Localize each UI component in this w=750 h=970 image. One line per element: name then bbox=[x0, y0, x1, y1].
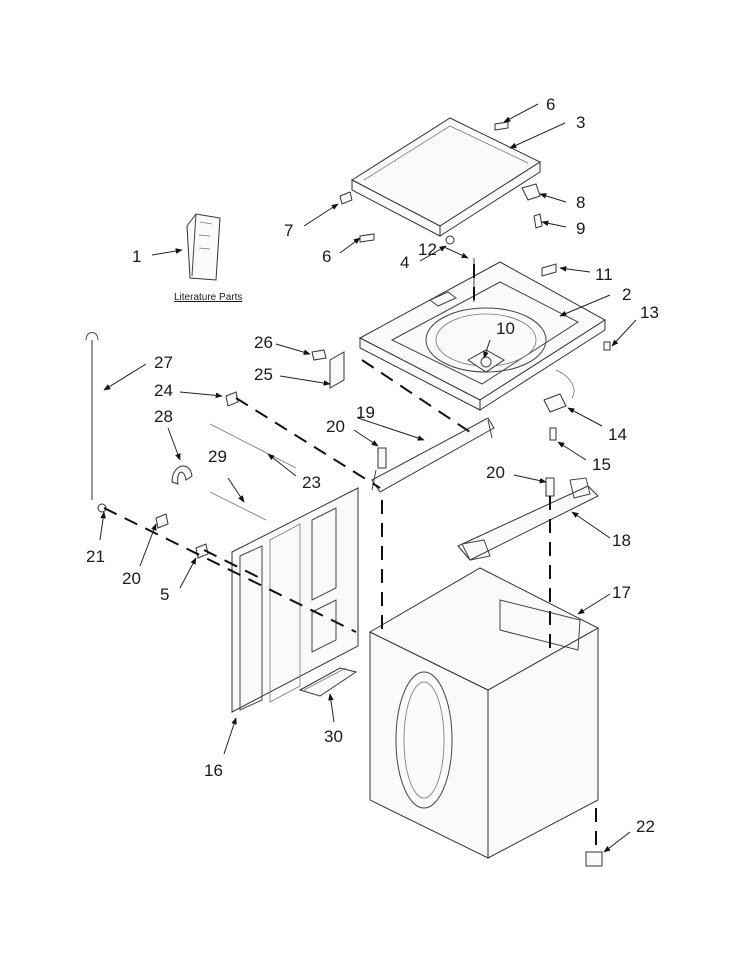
top-panel[interactable] bbox=[358, 261, 606, 411]
callout-14: 14 bbox=[608, 425, 627, 444]
callout-27: 27 bbox=[154, 353, 173, 372]
hinge-bracket-left[interactable] bbox=[371, 417, 495, 493]
callout-26: 26 bbox=[254, 333, 273, 352]
console-clip[interactable] bbox=[603, 341, 611, 351]
literature-caption: Literature Parts bbox=[174, 292, 242, 303]
panel-screw-26[interactable] bbox=[311, 349, 327, 361]
callout-18: 18 bbox=[612, 531, 631, 550]
rear-panel[interactable] bbox=[231, 487, 359, 713]
screw-20-left[interactable] bbox=[155, 513, 169, 529]
callout-16: 16 bbox=[204, 761, 223, 780]
callout-10: 10 bbox=[496, 319, 515, 338]
wire-tie-29 bbox=[209, 491, 267, 521]
drain-hose-coupling[interactable] bbox=[298, 667, 358, 697]
callout-28: 28 bbox=[154, 407, 173, 426]
leveling-leg[interactable] bbox=[585, 851, 603, 867]
drain-hose-27[interactable] bbox=[85, 332, 107, 513]
callout-20-right: 20 bbox=[486, 463, 505, 482]
assembly-lines bbox=[103, 264, 597, 852]
callout-20-left: 20 bbox=[122, 569, 141, 588]
callout-24: 24 bbox=[154, 381, 173, 400]
wire-tie-23 bbox=[209, 423, 297, 469]
callout-25: 25 bbox=[254, 365, 273, 384]
callout-21: 21 bbox=[86, 547, 105, 566]
hinge-bracket-screw-right[interactable] bbox=[545, 477, 555, 497]
washer-lid[interactable] bbox=[350, 117, 542, 237]
callout-9: 9 bbox=[576, 219, 585, 238]
callout-7: 7 bbox=[284, 221, 293, 240]
hinge-bracket-right[interactable] bbox=[457, 477, 599, 561]
callout-4: 4 bbox=[400, 253, 409, 272]
cabinet[interactable] bbox=[368, 567, 600, 859]
callout-29: 29 bbox=[208, 447, 227, 466]
callout-17: 17 bbox=[612, 583, 631, 602]
callout-15: 15 bbox=[592, 455, 611, 474]
lid-hinge[interactable] bbox=[521, 183, 543, 229]
callout-11: 11 bbox=[595, 265, 613, 284]
literature-booklet[interactable] bbox=[186, 213, 221, 281]
callout-13: 13 bbox=[640, 303, 659, 322]
callout-20-upper: 20 bbox=[326, 417, 345, 436]
callout-22: 22 bbox=[636, 817, 655, 836]
callout-1: 1 bbox=[132, 247, 141, 266]
hose-clip-28[interactable] bbox=[171, 465, 193, 485]
leader-arrows bbox=[99, 103, 637, 853]
tape-25[interactable] bbox=[329, 351, 345, 389]
callout-19: 19 bbox=[356, 403, 375, 422]
lid-lock-strike[interactable] bbox=[541, 263, 557, 277]
callout-3: 3 bbox=[576, 113, 585, 132]
callout-6-bottom: 6 bbox=[322, 247, 331, 266]
callout-30: 30 bbox=[324, 727, 343, 746]
callout-5: 5 bbox=[160, 585, 169, 604]
callout-23: 23 bbox=[302, 473, 321, 492]
callout-8: 8 bbox=[576, 193, 585, 212]
callout-labels: 1 2 3 4 5 6 6 7 8 9 10 11 12 13 14 15 16… bbox=[86, 95, 659, 836]
lid-bumper[interactable] bbox=[445, 235, 455, 245]
callout-2: 2 bbox=[622, 285, 631, 304]
callout-6-top: 6 bbox=[546, 95, 555, 114]
hinge-bracket-screw[interactable] bbox=[377, 447, 387, 469]
lid-switch[interactable] bbox=[543, 393, 567, 413]
panel-screw-24[interactable] bbox=[225, 391, 239, 407]
lid-switch-screw[interactable] bbox=[549, 427, 557, 441]
lid-hinge-screw[interactable] bbox=[339, 191, 353, 205]
callout-12: 12 bbox=[418, 240, 437, 259]
